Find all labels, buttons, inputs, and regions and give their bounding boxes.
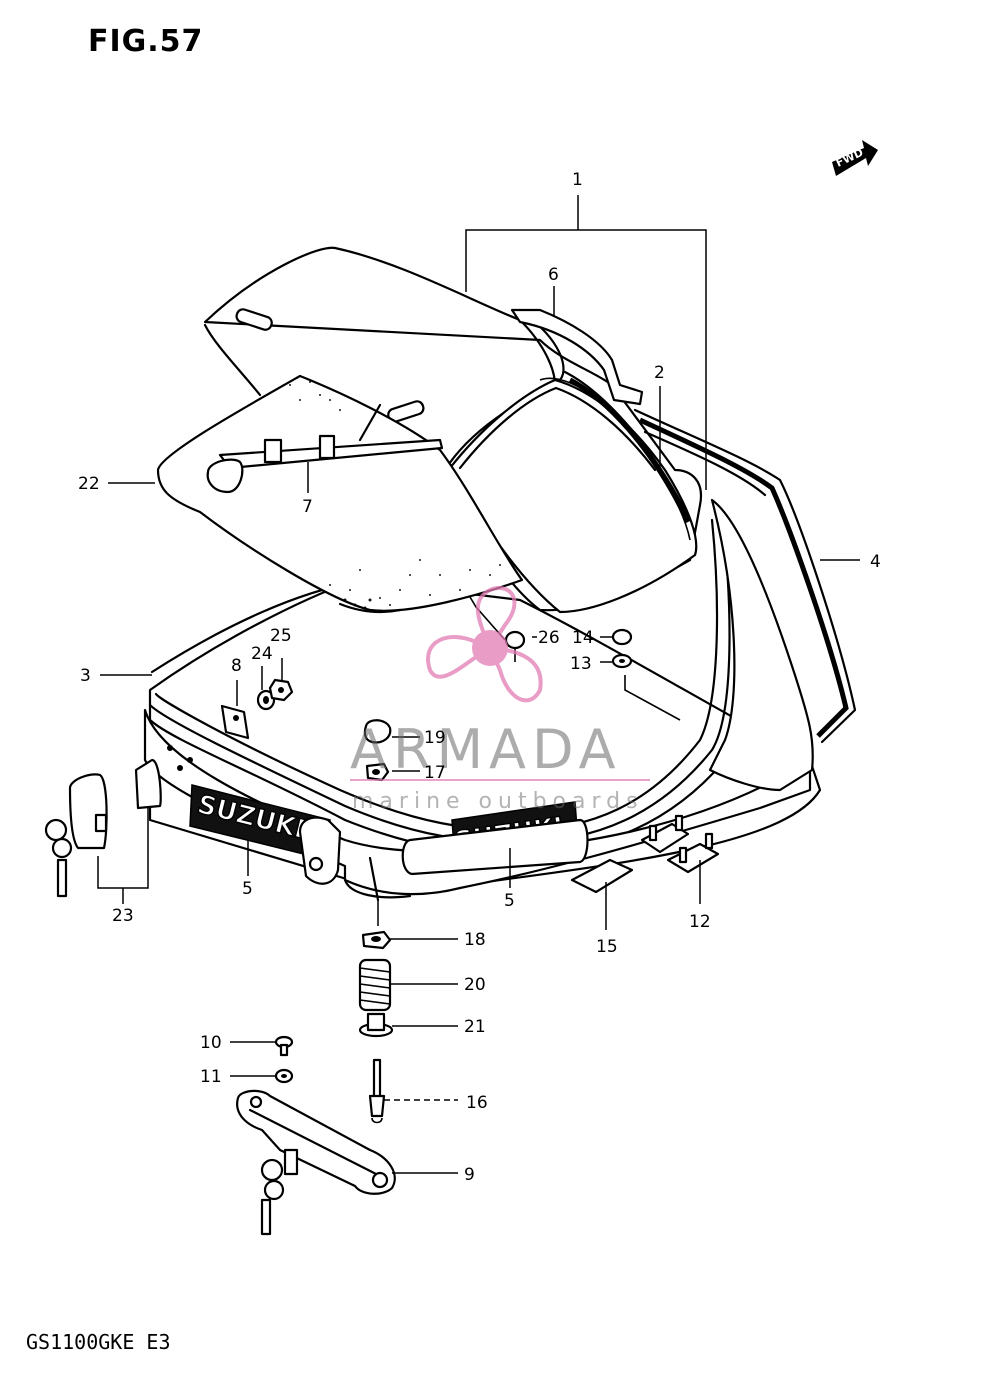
lock-assembly [44,758,162,898]
callout-20: 20 [464,975,486,995]
nut-17 [365,762,390,782]
pin-16 [368,1058,386,1124]
lid-lining [156,374,524,614]
callout-26: 26 [538,628,560,648]
callout-7: 7 [302,497,313,517]
spacer-21 [358,1012,394,1038]
front-latch [298,816,342,885]
callout-13: 13 [570,654,592,674]
callout-10: 10 [200,1033,222,1053]
callout-4: 4 [870,552,881,572]
callout-5-left: 5 [242,879,253,899]
fwd-arrow-icon: FWD [832,140,878,176]
callout-14: 14 [572,628,594,648]
key-icon [260,1158,285,1236]
hinge-bracket [510,308,644,406]
washer-13 [611,653,633,669]
callout-5-right: 5 [504,891,515,911]
pad-15 [570,858,634,894]
model-code: GS1100GKE E3 [26,1330,171,1354]
propeller-icon [426,586,543,703]
screw-10 [274,1035,294,1057]
callout-1: 1 [572,170,583,190]
callout-24: 24 [251,644,273,664]
callout-12: 12 [689,912,711,932]
callout-19: 19 [424,728,446,748]
callout-9: 9 [464,1165,475,1185]
nut-25 [268,678,294,702]
watermark: ARMADA marine outboards [350,586,650,814]
watermark-tagline: marine outboards [352,789,644,814]
leader-lines [97,195,860,1174]
washer-24 [256,689,276,711]
callout-16: 16 [466,1093,488,1113]
callout-2: 2 [654,363,665,383]
callout-3: 3 [80,666,91,686]
callout-18: 18 [464,930,486,950]
callout-15: 15 [596,937,618,957]
hinge-plate [220,704,250,740]
cap-14 [611,628,633,646]
callout-11: 11 [200,1067,222,1087]
watermark-brand: ARMADA [350,718,622,781]
callout-23: 23 [112,906,134,926]
callout-6: 6 [548,265,559,285]
cushion-19 [363,719,392,744]
callout-21: 21 [464,1017,486,1037]
spring-20 [358,958,392,1012]
washer-11 [274,1068,294,1084]
bracket-12 [640,814,720,874]
callout-25: 25 [270,626,292,646]
lid-stay-rod [206,403,444,494]
callout-8: 8 [231,656,242,676]
callout-22: 22 [78,474,100,494]
figure-title: FIG.57 [88,24,204,59]
nut-18 [361,930,392,950]
base-plate [236,1089,396,1236]
callout-17: 17 [424,763,446,783]
seal-strip [563,370,692,524]
callout-labels: 1 2 3 4 5 5 6 7 8 9 10 11 12 13 14 15 16… [78,170,881,1185]
weather-strip [633,408,857,744]
key-icon [44,818,73,898]
